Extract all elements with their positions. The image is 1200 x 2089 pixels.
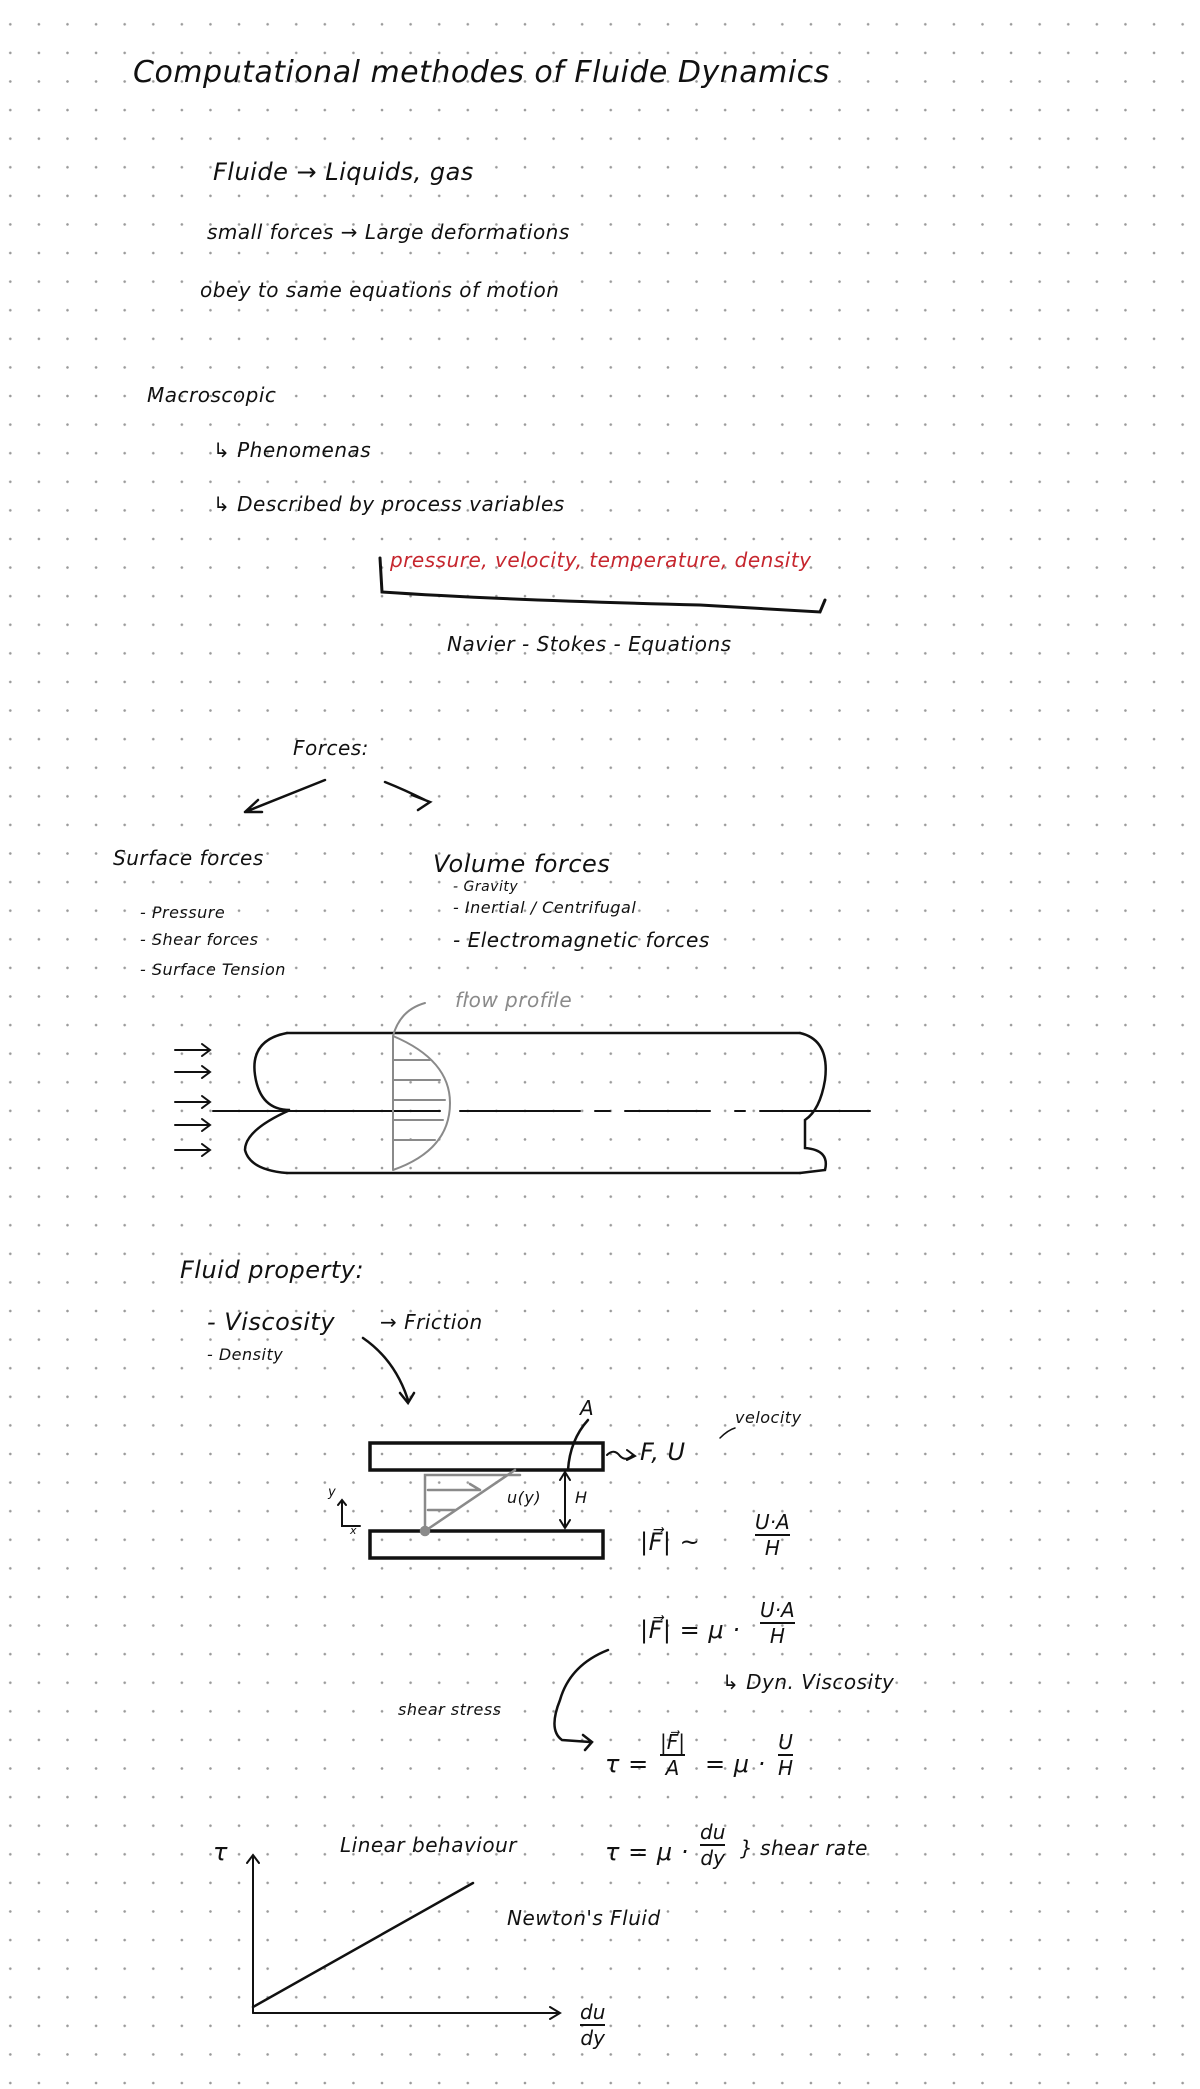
tau-rate-lhs: τ = μ ·	[605, 1838, 689, 1866]
friction-label: → Friction	[380, 1310, 483, 1334]
numerator: U·A	[755, 1510, 790, 1534]
shear-stress-bracket	[553, 1648, 610, 1752]
velocity-label: velocity	[735, 1408, 802, 1427]
surface-force-item: - Pressure	[140, 903, 226, 922]
process-variables: pressure, velocity, temperature, density	[390, 548, 812, 572]
parallel-plates-diagram	[368, 1441, 605, 1560]
x-axis-label: x	[350, 1524, 358, 1537]
dyn-viscosity-label: ↳ Dyn. Viscosity	[722, 1670, 895, 1694]
navier-stokes: Navier - Stokes - Equations	[447, 632, 732, 656]
graph-y-label: τ	[213, 1838, 228, 1866]
numerator: U·A	[760, 1598, 795, 1622]
numerator: |F⃗|	[660, 1730, 685, 1754]
intro-line: small forces → Large deformations	[207, 220, 570, 244]
arrow-right-icon	[383, 780, 433, 812]
page-title: Computational methodes of Fluide Dynamic…	[133, 55, 830, 90]
viscosity-arrow-icon	[361, 1336, 416, 1406]
numerator: du	[580, 2000, 606, 2024]
linear-line	[251, 1881, 475, 2009]
flow-profile-icon	[392, 1002, 452, 1171]
macro-item: ↳ Described by process variables	[213, 492, 565, 516]
newtons-fluid-label: Newton's Fluid	[507, 1906, 661, 1930]
area-label: A	[580, 1396, 595, 1420]
intro-line: Fluide → Liquids, gas	[213, 158, 474, 186]
macro-heading: Macroscopic	[147, 383, 277, 407]
shear-rate-label: } shear rate	[740, 1836, 868, 1860]
surface-force-item: - Shear forces	[140, 930, 259, 949]
viscosity-item: - Viscosity	[207, 1308, 336, 1336]
profile-label: u(y)	[507, 1488, 542, 1507]
volume-force-item: - Gravity	[453, 879, 519, 895]
surface-forces-heading: Surface forces	[113, 846, 264, 870]
flow-profile-label: flow profile	[455, 988, 573, 1012]
density-item: - Density	[207, 1345, 284, 1364]
volume-force-item: - Electromagnetic forces	[453, 928, 710, 952]
arrow-left-icon	[243, 778, 327, 814]
shear-stress-label: shear stress	[398, 1700, 502, 1719]
force-proportional: |F⃗| ~	[640, 1528, 701, 1556]
axes-icon	[337, 1498, 361, 1527]
y-axis-label: y	[328, 1485, 337, 1500]
denominator: H	[764, 1536, 780, 1560]
volume-forces-heading: Volume forces	[433, 850, 611, 878]
gap-arrow-icon	[559, 1470, 571, 1530]
pipe-drawing	[212, 1031, 871, 1175]
fluid-property-heading: Fluid property:	[180, 1256, 365, 1284]
numerator: U	[778, 1730, 793, 1754]
velocity-profile-icon	[419, 1468, 522, 1537]
denominator: dy	[700, 1846, 725, 1870]
inflow-arrows-icon	[174, 1043, 212, 1157]
area-pointer	[566, 1418, 590, 1472]
denominator: A	[665, 1756, 680, 1780]
volume-force-item: - Inertial / Centrifugal	[453, 898, 637, 917]
tau-mid: = μ ·	[705, 1750, 766, 1778]
numerator: du	[700, 1820, 726, 1844]
tau-lhs: τ =	[605, 1750, 649, 1778]
force-equation: |F⃗| = μ ·	[640, 1616, 741, 1644]
fraction: |F⃗|A	[660, 1730, 685, 1780]
variables-bracket	[378, 556, 827, 614]
macro-item: ↳ Phenomenas	[213, 438, 372, 462]
newton-graph	[246, 1853, 562, 2020]
surface-force-item: - Surface Tension	[140, 960, 286, 979]
gap-label: H	[575, 1488, 588, 1507]
force-label: F, U	[640, 1438, 686, 1466]
linear-behaviour-label: Linear behaviour	[340, 1833, 517, 1857]
denominator: H	[769, 1624, 785, 1648]
intro-line: obey to same equations of motion	[200, 278, 560, 302]
denominator: H	[778, 1756, 794, 1780]
forces-heading: Forces:	[293, 736, 369, 760]
denominator: dy	[580, 2026, 605, 2050]
force-arrow-icon	[606, 1449, 637, 1461]
